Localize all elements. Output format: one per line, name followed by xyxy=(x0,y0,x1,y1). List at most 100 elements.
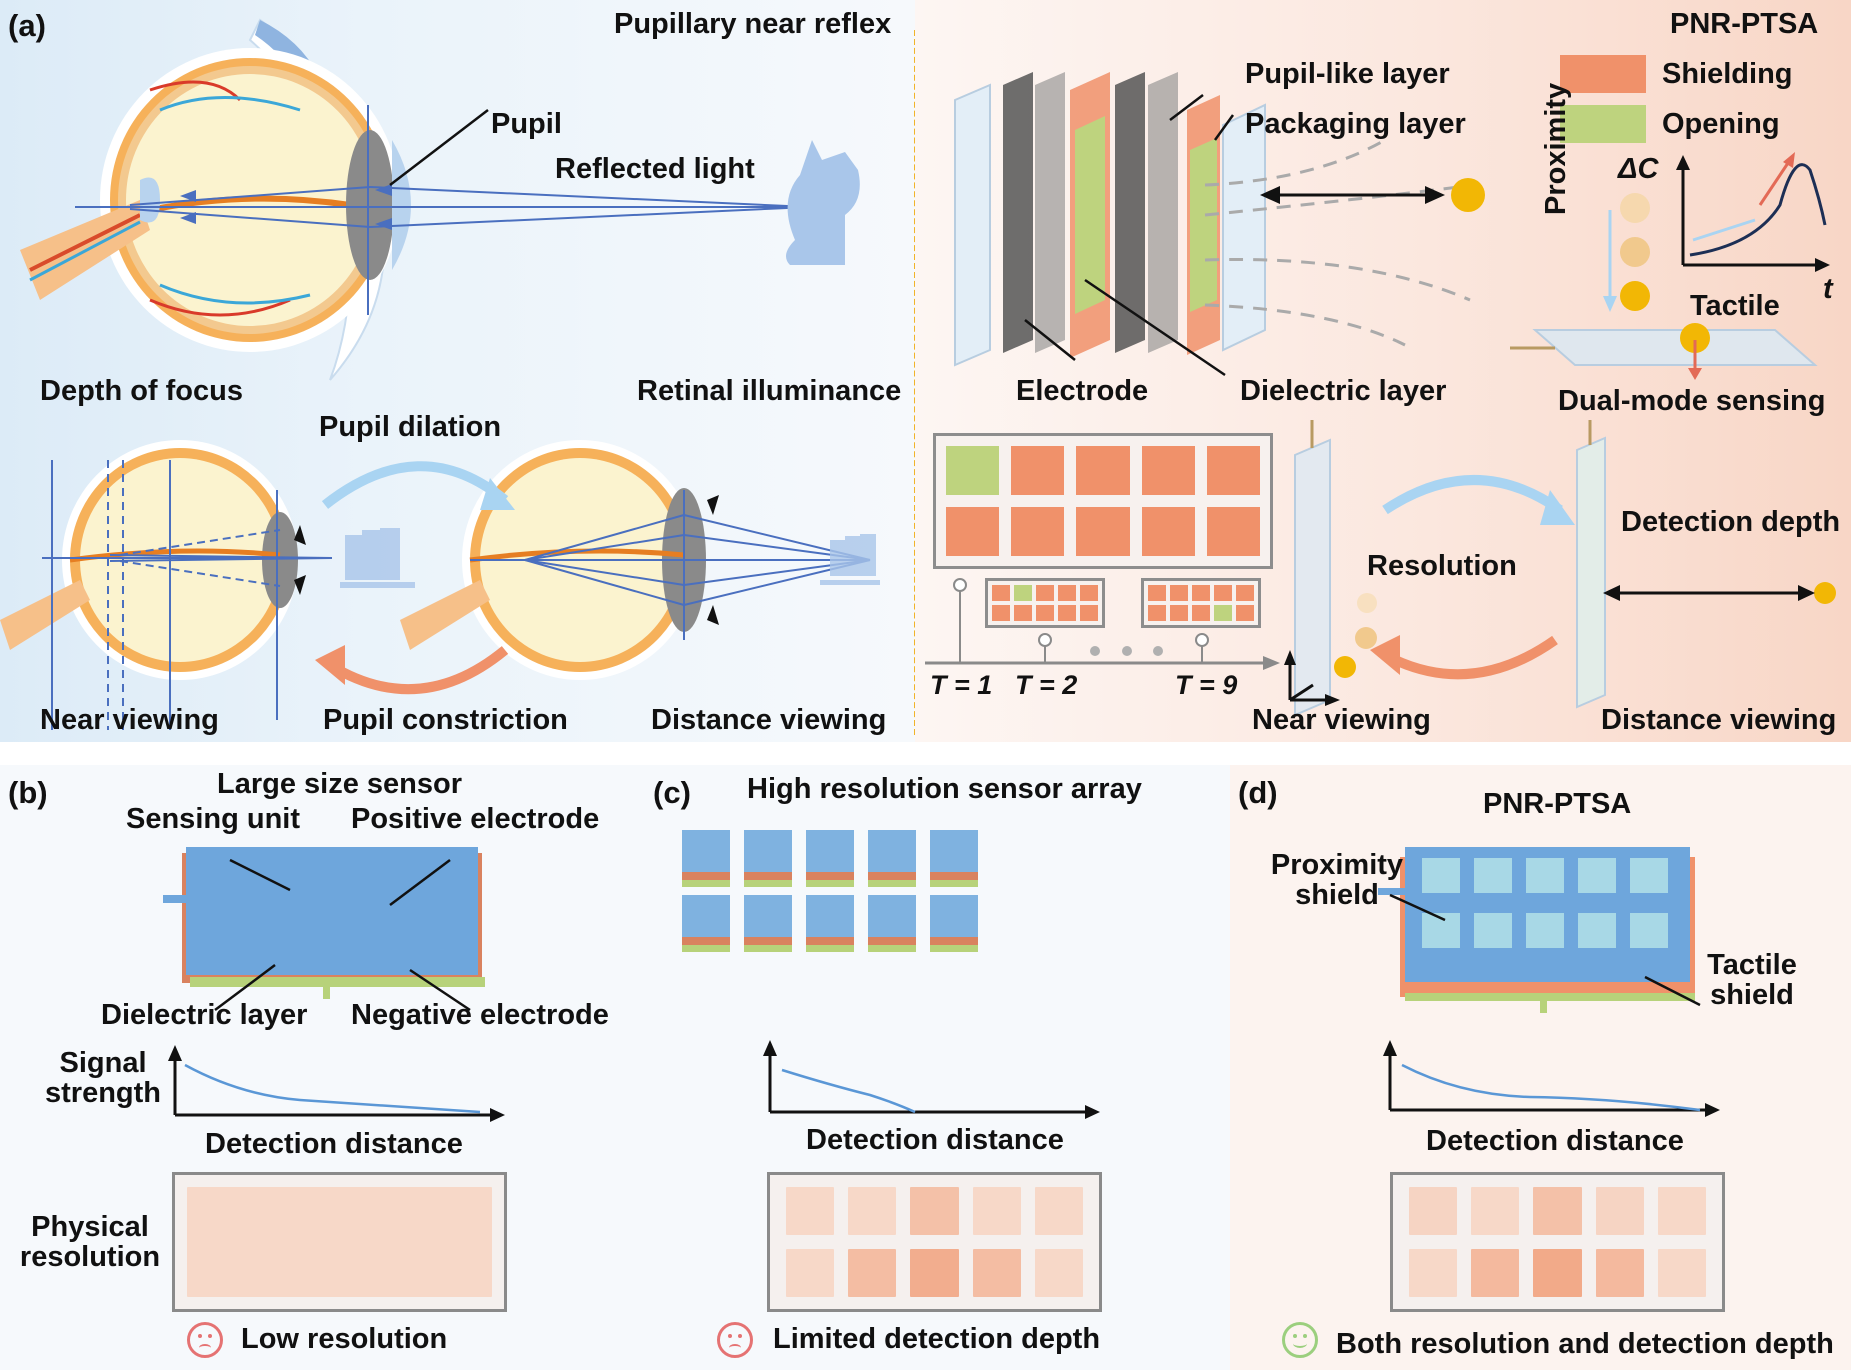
sphere-faint-2-icon xyxy=(1355,627,1377,649)
array-sensor-layer xyxy=(682,830,730,872)
shielding-cell xyxy=(1206,507,1260,556)
array-sensor-layer xyxy=(744,880,792,887)
distance-arrow-left-icon xyxy=(1260,186,1280,204)
sensor-lead xyxy=(163,895,187,903)
low-resolution-verdict: Low resolution xyxy=(241,1323,448,1355)
legend-opening-label: Opening xyxy=(1662,108,1780,140)
packaging-layer-label: Packaging layer xyxy=(1245,108,1466,140)
resolution-to-depth-arrow-icon xyxy=(1382,475,1563,515)
delta-c-curve xyxy=(1689,163,1827,257)
distance-arrow-right-icon xyxy=(1425,186,1445,204)
sphere-mid-icon xyxy=(1620,237,1650,267)
physical-resolution-label: Physical resolution xyxy=(19,1211,161,1274)
pupil-like-layer-label: Pupil-like layer xyxy=(1245,58,1450,90)
shield-window xyxy=(1422,858,1460,893)
array-sensor-layer xyxy=(868,945,916,952)
array-sensor-layer xyxy=(682,880,730,887)
sad-face-icon xyxy=(717,1322,753,1358)
sensing-unit-label: Sensing unit xyxy=(126,803,300,835)
panel-c-high-res-array: (c) High resolution sensor array Detecti… xyxy=(645,765,1230,1370)
shielding-cell xyxy=(1192,585,1210,601)
tactile-sphere-icon xyxy=(1680,323,1710,353)
shielding-cell xyxy=(1080,585,1098,601)
dielectric-layer-label: Dielectric layer xyxy=(1240,375,1447,407)
proximity-tactile-inset xyxy=(1510,152,1830,380)
shielding-cell xyxy=(1206,446,1260,495)
signal-chart-b xyxy=(168,1045,505,1122)
distance-sensor-panel xyxy=(1576,436,1606,709)
heatmap-cell xyxy=(910,1249,959,1297)
dilate-arrow-top-icon xyxy=(707,495,719,515)
shielding-cell xyxy=(1036,605,1054,621)
resolution-detection-visual xyxy=(1284,420,1836,717)
depth-of-focus-label: Depth of focus xyxy=(40,375,243,407)
dielectric-layer-label-b: Dielectric layer xyxy=(101,999,308,1031)
flat-sensor-sheet xyxy=(1532,329,1818,366)
heatmap-cell xyxy=(1595,1187,1644,1235)
array-sensor-layer xyxy=(930,945,978,952)
large-eye-diagram xyxy=(20,18,860,381)
tactile-label: Tactile xyxy=(1690,290,1780,322)
shield-window xyxy=(1630,858,1668,893)
distance-viewing-label-left: Distance viewing xyxy=(651,704,887,736)
proximity-arrow-icon xyxy=(1603,296,1617,312)
electrode-label: Electrode xyxy=(1016,375,1149,407)
shielding-cell xyxy=(1058,605,1076,621)
positive-electrode-block xyxy=(186,847,478,975)
shielding-cell xyxy=(1148,585,1166,601)
sad-face-icon xyxy=(187,1322,223,1358)
layer-stack-diagram xyxy=(925,72,1836,717)
negative-electrode-block xyxy=(190,977,485,987)
pupil-dilation-arrowhead-icon xyxy=(480,478,515,510)
time-axis-label: t xyxy=(1823,273,1833,305)
large-sensor-diagram xyxy=(163,847,505,1122)
reflected-light-rays xyxy=(75,105,811,315)
shielding-cell xyxy=(1076,507,1130,556)
heatmap-cell xyxy=(1471,1187,1520,1235)
heatmap-cell xyxy=(786,1187,835,1235)
shielding-cell xyxy=(1141,507,1195,556)
shield-window xyxy=(1526,858,1564,893)
heatmap-cell xyxy=(1409,1249,1458,1297)
near-sensor-panel xyxy=(1294,438,1331,717)
heatmap-cell xyxy=(1533,1249,1582,1297)
shield-pattern-t2 xyxy=(985,578,1105,628)
depth-to-resolution-arrow-icon xyxy=(1382,635,1558,680)
heatmap-cell xyxy=(1034,1249,1083,1297)
shielding-cell xyxy=(1014,605,1032,621)
high-res-array-title: High resolution sensor array xyxy=(747,773,1142,805)
opening-cell xyxy=(1214,605,1232,621)
heatmap-cell xyxy=(1595,1249,1644,1297)
panel-d-pnr-ptsa: (d) PNR-PTSA Proximity shield Tactile sh… xyxy=(1230,765,1851,1370)
shielding-cell xyxy=(1192,605,1210,621)
delta-c-label: ΔC xyxy=(1618,153,1659,185)
proximity-axis-label: Proximity xyxy=(1540,82,1572,215)
packaging-leader xyxy=(1213,114,1235,141)
near-viewing-label: Near viewing xyxy=(40,704,219,736)
shielding-cell xyxy=(1214,585,1232,601)
happy-face-icon xyxy=(1282,1322,1318,1358)
heatmap-cell xyxy=(910,1187,959,1235)
shielding-cell xyxy=(1058,585,1076,601)
tactile-shield-label: Tactile shield xyxy=(1707,949,1797,1012)
pnr-ptsa-title-d: PNR-PTSA xyxy=(1483,788,1632,820)
scan-timeline xyxy=(925,578,1280,670)
heatmap-cell xyxy=(786,1249,835,1297)
array-sensor-layer xyxy=(868,880,916,887)
pupil-like-leader xyxy=(1169,94,1204,121)
pupillary-near-reflex-title: Pupillary near reflex xyxy=(614,8,892,40)
scan-frame-label-t1: T = 1 xyxy=(930,670,993,700)
array-sensor-layer xyxy=(930,880,978,887)
shielding-cell xyxy=(1236,605,1254,621)
near-distance-eyes xyxy=(0,440,880,730)
shield-window xyxy=(1578,858,1616,893)
heatmap-cell xyxy=(848,1249,897,1297)
pupil-constriction-label: Pupil constriction xyxy=(323,704,568,736)
scan-frame-label-t2: T = 2 xyxy=(1015,670,1078,700)
panel-label-b: (b) xyxy=(8,775,48,810)
heatmap-cell xyxy=(848,1187,897,1235)
near-eye-focus-lines xyxy=(42,460,333,730)
sphere-distant-icon xyxy=(1814,582,1836,604)
panel-a-eye-reflex: (a) Pupillary near reflex xyxy=(0,0,915,742)
pupil-constriction-arrowhead-icon xyxy=(315,645,345,685)
